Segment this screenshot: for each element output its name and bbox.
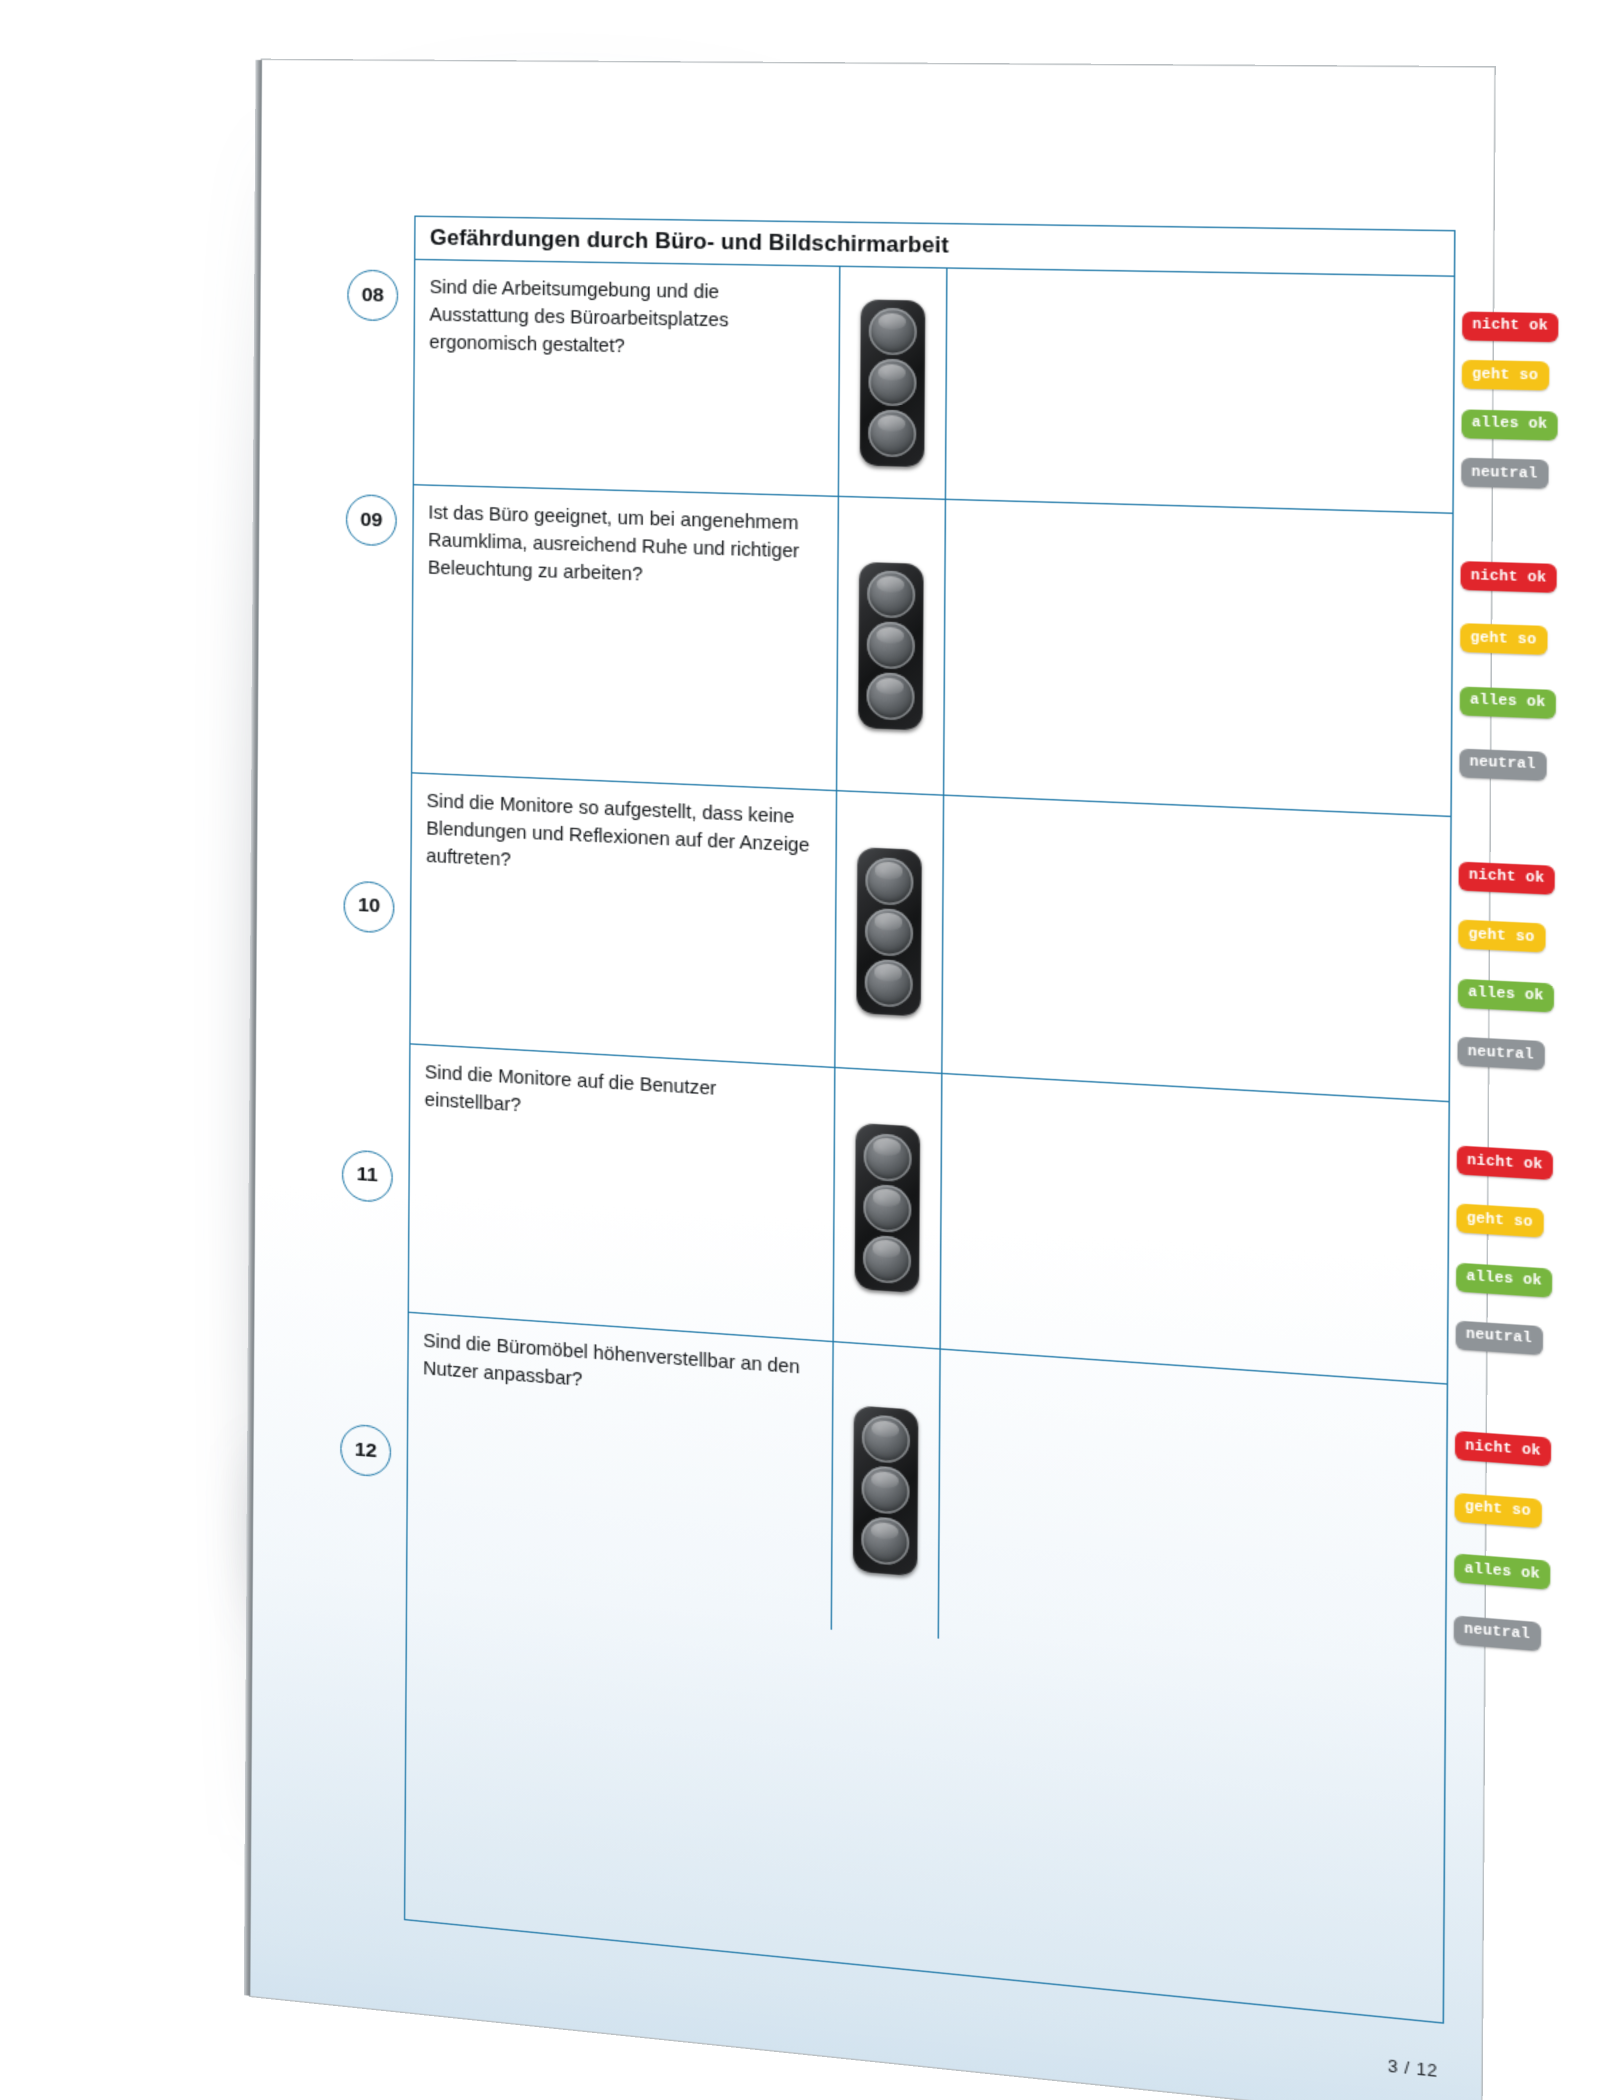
rating-badge-alles-ok[interactable]: alles ok bbox=[1455, 1262, 1553, 1298]
rating-badge-alles-ok[interactable]: alles ok bbox=[1461, 409, 1558, 441]
traffic-light-icon[interactable] bbox=[856, 847, 922, 1017]
green-lamp-icon[interactable] bbox=[861, 1515, 910, 1567]
table-row: 09 Ist das Büro geeignet, um bei angeneh… bbox=[345, 485, 1557, 818]
traffic-light-cell[interactable] bbox=[839, 266, 948, 499]
page-content-area: Gefährdungen durch Büro- und Bildschirma… bbox=[340, 215, 1559, 2024]
section-title: Gefährdungen durch Büro- und Bildschirma… bbox=[429, 225, 949, 258]
amber-lamp-icon[interactable] bbox=[868, 358, 917, 407]
traffic-light-cell[interactable] bbox=[837, 497, 947, 795]
page-number: 3 / 12 bbox=[1387, 2056, 1438, 2082]
traffic-light-cell[interactable] bbox=[831, 1342, 941, 1639]
amber-lamp-icon[interactable] bbox=[866, 621, 916, 670]
amber-lamp-icon[interactable] bbox=[864, 907, 914, 957]
rating-badge-group: nicht ok geht so alles ok neutral bbox=[1449, 817, 1562, 1107]
red-lamp-icon[interactable] bbox=[861, 1413, 911, 1465]
rating-badge-neutral[interactable]: neutral bbox=[1453, 1614, 1541, 1651]
row-number-badge: 08 bbox=[347, 269, 399, 322]
rating-badge-nicht-ok[interactable]: nicht ok bbox=[1460, 561, 1557, 594]
traffic-light-cell[interactable] bbox=[833, 1068, 943, 1349]
traffic-light-icon[interactable] bbox=[858, 561, 924, 730]
rating-badge-geht-so[interactable]: geht so bbox=[1461, 360, 1549, 391]
row-number-badge: 10 bbox=[343, 879, 395, 934]
row-number-badge: 12 bbox=[340, 1423, 392, 1478]
rating-badge-neutral[interactable]: neutral bbox=[1461, 458, 1548, 490]
question-cell: Sind die Monitore so aufgestellt, dass k… bbox=[410, 773, 838, 1067]
rating-badge-group: nicht ok geht so alles ok neutral bbox=[1450, 514, 1563, 820]
question-text: Sind die Büromöbel höhenverstellbar an d… bbox=[422, 1331, 800, 1391]
rating-badge-nicht-ok[interactable]: nicht ok bbox=[1462, 310, 1559, 342]
rating-badge-nicht-ok[interactable]: nicht ok bbox=[1454, 1431, 1552, 1468]
document-page: Gefährdungen durch Büro- und Bildschirma… bbox=[243, 59, 1559, 2100]
question-cell: Sind die Büromöbel höhenverstellbar an d… bbox=[407, 1312, 834, 1630]
green-lamp-icon[interactable] bbox=[868, 409, 917, 458]
table-row: 08 Sind die Arbeitsumgebung und die Auss… bbox=[347, 260, 1559, 514]
green-lamp-icon[interactable] bbox=[864, 957, 913, 1008]
notes-cell[interactable] bbox=[939, 1350, 1447, 1681]
row-number-badge: 09 bbox=[345, 493, 397, 547]
question-text: Ist das Büro geeignet, um bei angenehmem… bbox=[427, 502, 800, 586]
question-cell: Sind die Arbeitsumgebung und die Ausstat… bbox=[413, 260, 841, 496]
question-cell: Sind die Monitore auf die Benutzer einst… bbox=[408, 1044, 836, 1341]
question-text: Sind die Arbeitsumgebung und die Ausstat… bbox=[429, 277, 729, 358]
traffic-light-icon[interactable] bbox=[854, 1122, 921, 1294]
red-lamp-icon[interactable] bbox=[865, 856, 914, 906]
rating-badge-geht-so[interactable]: geht so bbox=[1458, 919, 1546, 953]
rating-badge-neutral[interactable]: neutral bbox=[1455, 1320, 1543, 1355]
red-lamp-icon[interactable] bbox=[868, 307, 917, 356]
rating-badge-alles-ok[interactable]: alles ok bbox=[1459, 685, 1557, 719]
notes-cell[interactable] bbox=[941, 1074, 1449, 1383]
question-text: Sind die Monitore so aufgestellt, dass k… bbox=[426, 791, 810, 871]
rating-badge-group: nicht ok geht so alles ok neutral bbox=[1447, 1102, 1559, 1391]
rating-badge-neutral[interactable]: neutral bbox=[1459, 748, 1547, 781]
page-surface: Gefährdungen durch Büro- und Bildschirma… bbox=[250, 60, 1559, 2100]
rating-badge-nicht-ok[interactable]: nicht ok bbox=[1458, 861, 1555, 895]
rating-badge-geht-so[interactable]: geht so bbox=[1454, 1492, 1542, 1528]
question-cell: Ist das Büro geeignet, um bei angenehmem… bbox=[412, 485, 840, 791]
rating-badge-group: nicht ok geht so alles ok neutral bbox=[1445, 1385, 1558, 1690]
rating-badge-nicht-ok[interactable]: nicht ok bbox=[1456, 1145, 1554, 1181]
rating-badge-alles-ok[interactable]: alles ok bbox=[1454, 1553, 1551, 1591]
notes-cell[interactable] bbox=[943, 796, 1451, 1101]
traffic-light-cell[interactable] bbox=[835, 791, 945, 1073]
red-lamp-icon[interactable] bbox=[863, 1132, 912, 1182]
green-lamp-icon[interactable] bbox=[862, 1233, 912, 1284]
traffic-light-icon[interactable] bbox=[852, 1404, 919, 1576]
amber-lamp-icon[interactable] bbox=[861, 1464, 910, 1516]
red-lamp-icon[interactable] bbox=[867, 570, 916, 619]
rating-badge-alles-ok[interactable]: alles ok bbox=[1457, 978, 1555, 1013]
green-lamp-icon[interactable] bbox=[866, 672, 915, 721]
notes-cell[interactable] bbox=[944, 500, 1452, 816]
amber-lamp-icon[interactable] bbox=[863, 1182, 912, 1233]
question-text: Sind die Monitore auf die Benutzer einst… bbox=[424, 1062, 717, 1117]
rating-badge-neutral[interactable]: neutral bbox=[1457, 1037, 1545, 1071]
rating-badge-group: nicht ok geht so alles ok neutral bbox=[1452, 277, 1564, 516]
row-number-badge: 11 bbox=[341, 1148, 393, 1203]
rating-badge-geht-so[interactable]: geht so bbox=[1456, 1203, 1544, 1239]
traffic-light-icon[interactable] bbox=[859, 298, 926, 467]
rating-badge-geht-so[interactable]: geht so bbox=[1460, 623, 1547, 656]
notes-cell[interactable] bbox=[946, 269, 1454, 513]
checklist-table: 08 Sind die Arbeitsumgebung und die Auss… bbox=[340, 260, 1559, 2024]
